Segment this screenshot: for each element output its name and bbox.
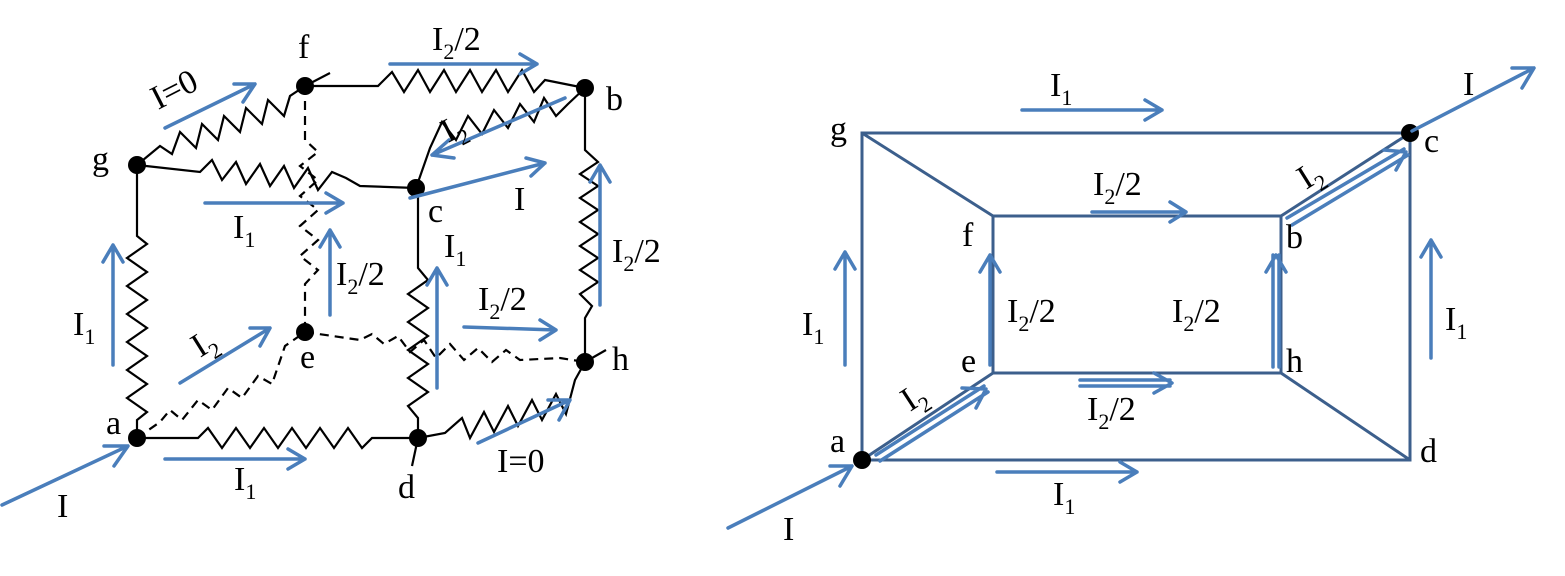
right-label-e-f-current: I2/2 [1007,293,1056,336]
right-arrow-input-current [726,464,854,530]
label-g-f-zero: I=0 [145,63,204,118]
right-arrow-e-f-current [978,253,1002,367]
right-label-g: g [830,111,847,148]
right-label-input-I: I [783,511,794,548]
right-arrow-b-c-current [1285,147,1410,227]
node-e-dot [296,323,314,341]
label-e-h-current: I2/2 [478,281,527,324]
left-label-g: g [92,141,109,178]
resistor-b-c [414,87,586,189]
label-d-h-zero: I=0 [497,443,545,480]
arrow-f-b-current [388,52,539,76]
left-label-b: b [606,81,623,118]
arrow-h-b-current [588,163,612,307]
arrow-e-c-current [318,228,342,317]
right-label-d: d [1420,433,1437,470]
arrow-e-h-current [462,318,558,342]
arrow-a-e-current [178,326,272,385]
label-e-c-current: I2/2 [336,256,385,299]
arrow-a-g-current [101,243,125,367]
arrow-d-h-current [476,398,572,445]
right-label-b: b [1286,219,1303,256]
label-g-c-current: I1 [233,209,255,252]
hidden-resistor-a-e [136,331,306,439]
right-arrow-g-c-current [1020,98,1164,122]
right-label-g-c-current: I1 [1050,67,1072,110]
right-label-a: a [830,423,845,460]
arrow-output-current [408,156,547,200]
node-a-dot [128,429,146,447]
right-label-h-b-current: I2/2 [1172,293,1221,336]
right-current-arrows [726,66,1536,530]
hidden-resistor-f-e [298,86,320,332]
arrow-g-c-current [203,191,345,215]
resistor-d-c [406,188,430,438]
left-current-arrows [0,52,612,507]
resistor-a-g [125,165,149,438]
resistor-a-d [137,426,418,450]
right-label-h: h [1286,343,1303,380]
resistor-h-b [578,88,600,362]
label-d-c-current: I1 [444,228,466,271]
right-label-f: f [962,217,974,254]
right-arrow-e-h-current [1078,371,1174,395]
right-label-e: e [961,343,976,380]
node-f-dot [296,77,314,95]
right-label-a-g-current: I1 [802,306,824,349]
arrow-d-c-current [425,266,449,390]
left-label-f: f [298,29,310,66]
edge-d-h [1280,371,1411,462]
resistor-g-c [136,158,417,193]
right-arrow-a-g-current [833,250,857,367]
node-c-dot [407,179,425,197]
edge-c-b [1280,131,1411,218]
right-label-a-d-current: I1 [1053,476,1075,519]
right-node-a-dot [853,451,871,469]
outer-rectangle-a-g-c-d [860,131,1412,462]
label-a-e-current: I2 [185,322,227,370]
right-label-c: c [1424,123,1439,160]
node-h-dot [576,353,594,371]
label-f-b-current: I2/2 [432,21,481,64]
node-b-dot [576,79,594,97]
arrow-a-d-current [163,447,307,471]
right-node-labels: a b c d e f g h [830,111,1439,470]
arrow-g-f-current [163,82,257,130]
left-node-labels: a b c d e f g h [92,29,629,506]
resistor-f-b [305,67,586,95]
left-label-d: d [398,469,415,506]
right-arrow-h-b-current [1264,253,1288,369]
resistor-cube [125,67,607,467]
edge-g-f [861,131,994,218]
label-h-b-current: I2/2 [612,233,661,276]
label-input-I: I [57,488,68,525]
inner-rectangle-e-f-b-h [991,214,1283,375]
right-arrow-d-c-current [1419,238,1443,360]
left-label-h: h [612,341,629,378]
right-label-output-I: I [1463,66,1474,103]
left-label-c: c [428,193,443,230]
arrow-input-current [0,444,130,507]
right-arrow-a-e-current [874,384,990,463]
left-label-a: a [106,405,121,442]
hidden-resistor-e-h [304,330,586,364]
left-label-e: e [300,339,315,376]
right-arrow-a-d-current [995,460,1139,484]
node-g-dot [128,156,146,174]
arrow-b-c-current [430,96,567,160]
right-label-e-h-current: I2/2 [1087,391,1136,434]
right-arrow-f-b-current [1090,200,1188,224]
right-label-d-c-current: I1 [1445,301,1467,344]
node-d-dot [409,429,427,447]
right-node-c-dot [1401,124,1419,142]
label-a-d-current: I1 [234,461,256,504]
right-label-f-b-current: I2/2 [1093,166,1142,209]
right-arrow-output-current [1410,66,1536,133]
left-current-labels: I I=0 I2/2 I2 I I1 I2/2 I1 I2/2 I2/2 I2 … [57,21,661,525]
label-a-g-current: I1 [73,306,95,349]
label-output-I: I [514,181,525,218]
resistor-g-f [136,85,306,166]
